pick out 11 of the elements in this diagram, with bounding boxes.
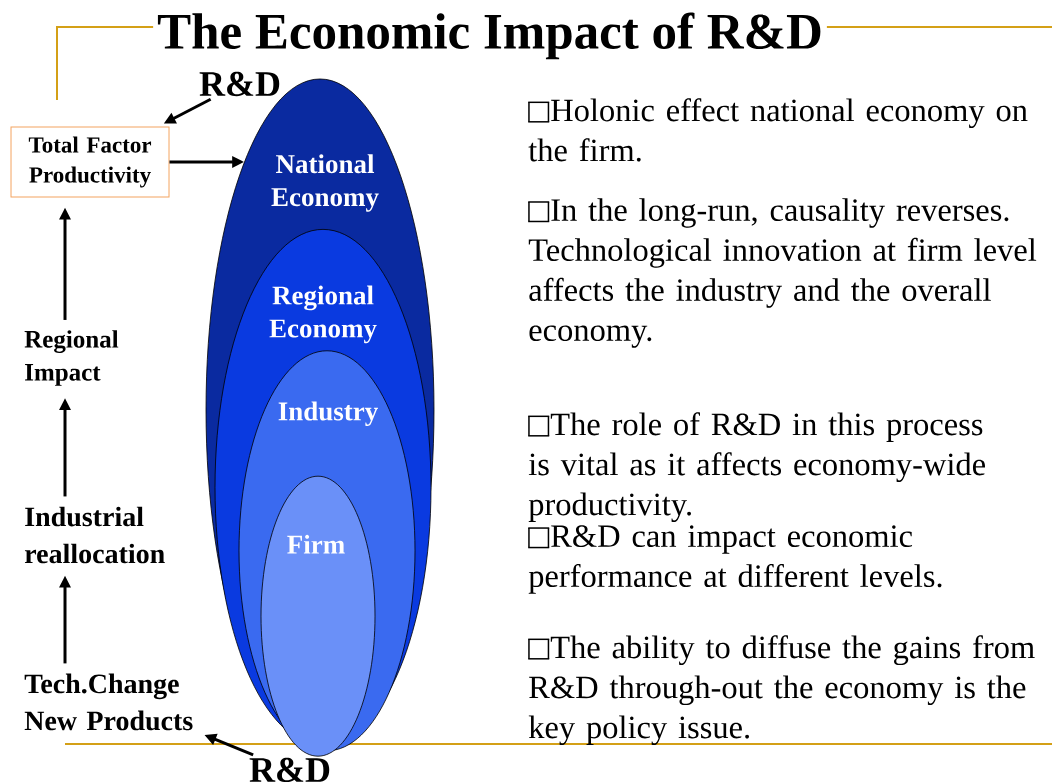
bullet-text: Holonic effect national economy on the firm. <box>527 98 1028 162</box>
step-label: R&D <box>249 757 330 783</box>
step-label: Regional Impact <box>24 330 119 386</box>
text-box: Total Factor Productivity <box>10 126 170 198</box>
bullet-text: R&D can impact economic performance at different levels. <box>527 525 942 594</box>
step-label: Industrial reallocation <box>24 506 165 564</box>
bullet-text: The role of R&D in this process is vital as it affects economy-wide productivity. <box>527 412 985 523</box>
bullet-text: The ability to diffuse the gains from R&D through-out the economy is the key policy issue. <box>527 635 1035 746</box>
title: The Economic Impact of R&D <box>157 12 821 60</box>
step-label: Tech.Change New Products <box>24 673 193 731</box>
bullet-text: In the long-run, causality reverses. Technological innovation at firm level affects the industry and the overall economy. <box>527 198 1037 348</box>
